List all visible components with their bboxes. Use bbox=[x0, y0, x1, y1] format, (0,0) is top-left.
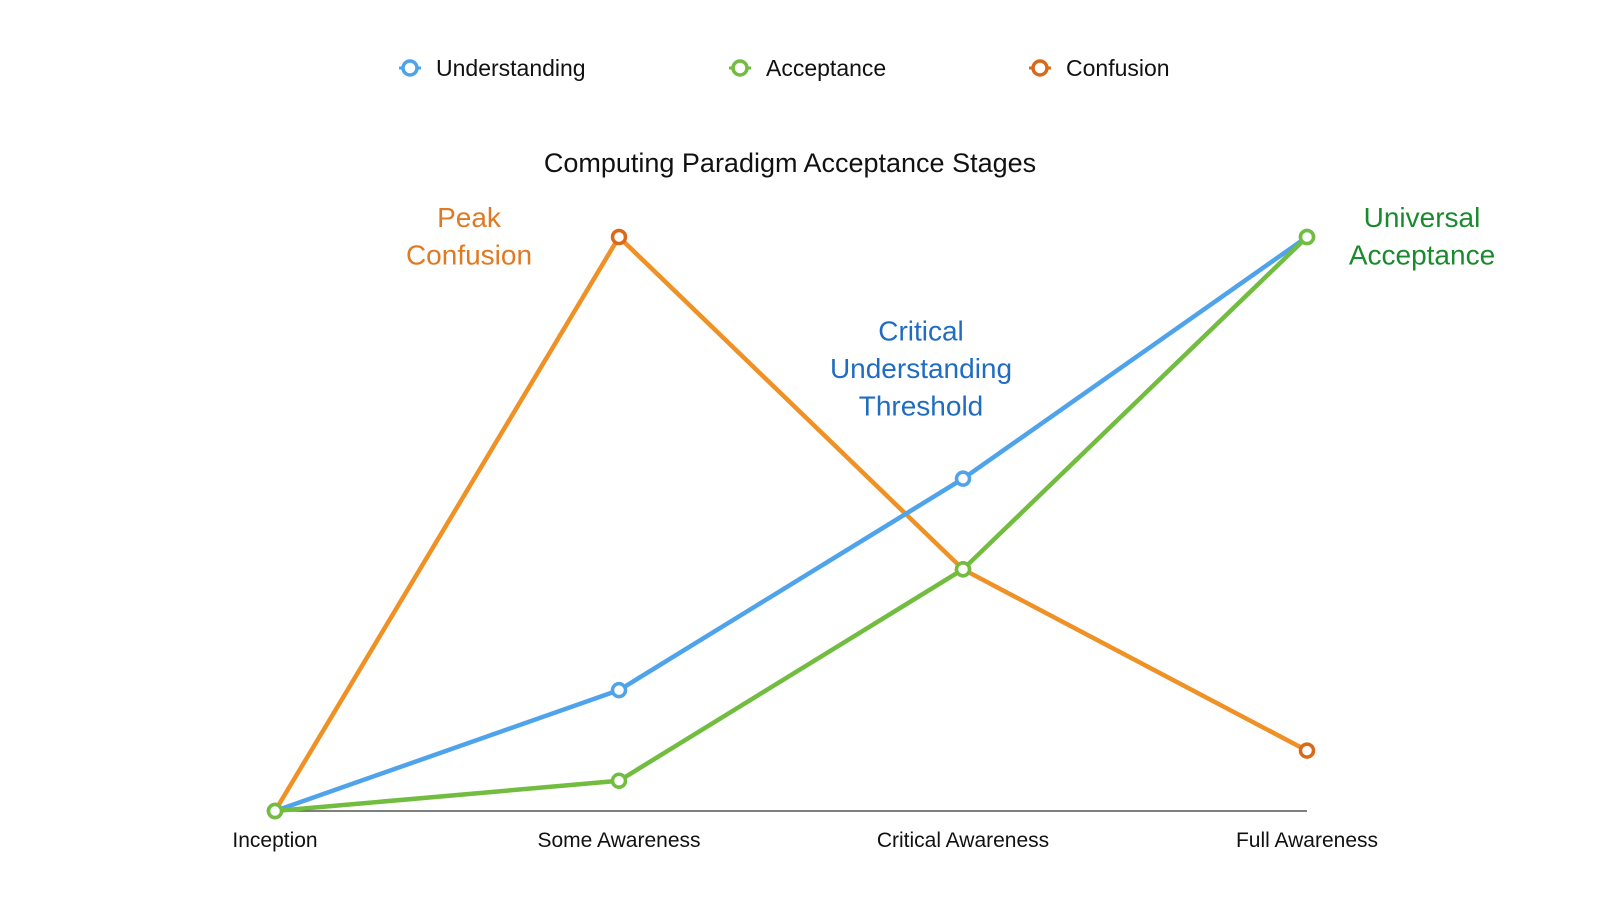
legend-marker-understanding bbox=[401, 59, 419, 77]
series-line-confusion bbox=[272, 234, 1310, 814]
series-markers bbox=[266, 228, 1316, 820]
annotation-1-line-0: Critical bbox=[878, 316, 964, 347]
chart-title: Computing Paradigm Acceptance Stages bbox=[544, 148, 1036, 178]
annotation-1-line-1: Understanding bbox=[830, 353, 1012, 384]
point-acceptance-2 bbox=[954, 561, 972, 578]
legend-marker-confusion bbox=[1031, 59, 1049, 77]
x-tick-label-1: Some Awareness bbox=[537, 829, 700, 852]
x-tick-label-2: Critical Awareness bbox=[877, 829, 1049, 852]
annotation-2-line-0: Universal bbox=[1364, 202, 1481, 233]
annotation-0-line-1: Confusion bbox=[406, 240, 532, 271]
x-tick-label-3: Full Awareness bbox=[1236, 829, 1378, 852]
point-understanding-1 bbox=[610, 681, 628, 699]
point-acceptance-1 bbox=[610, 772, 628, 790]
point-confusion-1 bbox=[610, 228, 628, 246]
x-tick-labels: Inception Some Awareness Critical Awarenes… bbox=[232, 829, 1378, 852]
legend-marker-acceptance bbox=[731, 59, 749, 77]
annotation-0-line-0: Peak bbox=[437, 202, 502, 233]
legend-label-acceptance: Acceptance bbox=[766, 55, 886, 81]
series-lines bbox=[272, 234, 1310, 814]
point-understanding-2 bbox=[954, 470, 972, 487]
legend: Understanding Acceptance Confusion bbox=[399, 55, 1170, 81]
point-acceptance-3 bbox=[1298, 228, 1316, 246]
series-line-understanding bbox=[272, 234, 1310, 814]
point-acceptance-0 bbox=[266, 802, 284, 820]
annotation-1-line-2: Threshold bbox=[859, 391, 984, 422]
legend-label-understanding: Understanding bbox=[436, 55, 586, 81]
point-confusion-3 bbox=[1298, 742, 1316, 759]
x-tick-label-0: Inception bbox=[232, 829, 317, 852]
series-line-acceptance bbox=[272, 234, 1310, 814]
annotation-2-line-1: Acceptance bbox=[1349, 240, 1495, 271]
legend-label-confusion: Confusion bbox=[1066, 55, 1170, 81]
